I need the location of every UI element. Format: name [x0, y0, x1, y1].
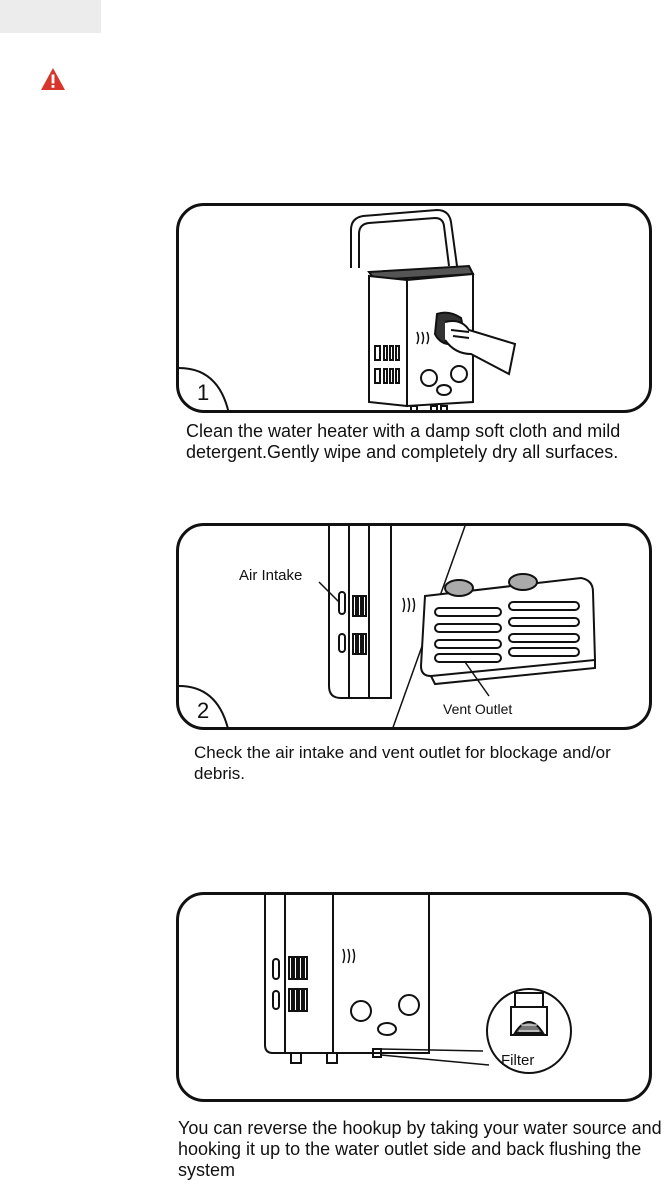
filter-label: Filter — [501, 1052, 534, 1069]
step-number: 1 — [197, 380, 210, 405]
step-3-caption: You can reverse the hookup by taking you… — [178, 1118, 662, 1180]
step-2-illustration: Air Intake Vent Outlet 2 — [176, 523, 652, 730]
step-number: 2 — [197, 698, 210, 723]
step-1-illustration: 1 — [176, 203, 652, 413]
warning-icon — [41, 68, 65, 90]
step-1-caption: Clean the water heater with a damp soft … — [186, 421, 621, 462]
vent-outlet-label: Vent Outlet — [443, 701, 512, 717]
air-intake-vent-drawing: Air Intake Vent Outlet — [179, 526, 597, 727]
step-2-caption: Check the air intake and vent outlet for… — [194, 743, 611, 783]
air-intake-label: Air Intake — [239, 567, 302, 584]
filter-backflush-drawing: Filter — [264, 895, 572, 1074]
header-tab — [0, 0, 101, 33]
step-3-illustration: Filter — [176, 892, 652, 1102]
water-heater-cleaning-drawing — [179, 208, 517, 410]
